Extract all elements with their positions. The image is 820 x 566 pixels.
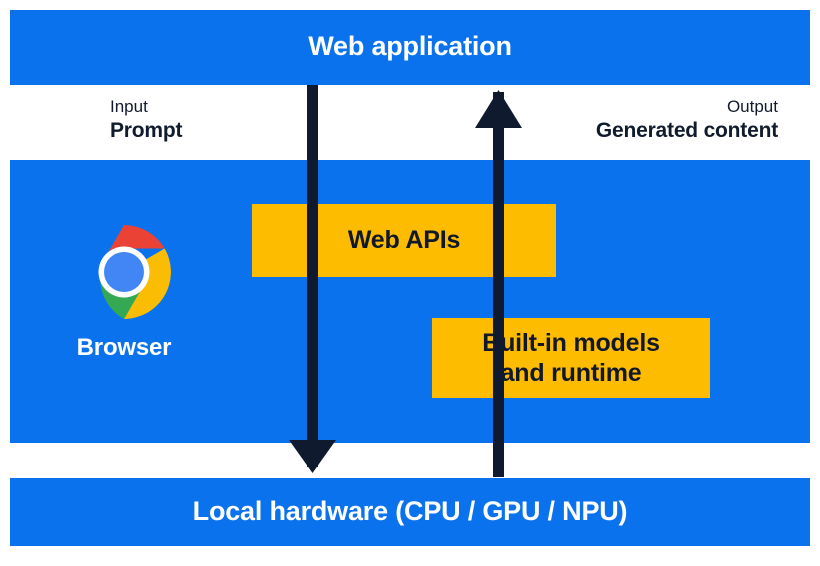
- input-kind-label: Input: [110, 97, 148, 116]
- box-built-in-models-label-line2: and runtime: [500, 359, 642, 387]
- box-built-in-models: Built-in models and runtime: [432, 318, 710, 398]
- band-local-hardware: Local hardware (CPU / GPU / NPU): [10, 478, 810, 546]
- box-web-apis: Web APIs: [252, 204, 556, 277]
- browser-group: Browser: [62, 224, 186, 362]
- box-built-in-models-label-line1: Built-in models: [482, 328, 660, 357]
- output-label-group: Output Generated content: [596, 96, 778, 145]
- band-web-application-label: Web application: [308, 31, 512, 61]
- box-web-apis-label: Web APIs: [347, 226, 461, 254]
- output-kind-label: Output: [726, 97, 778, 116]
- input-value-label: Prompt: [110, 118, 183, 142]
- input-label-group: Input Prompt: [110, 96, 183, 145]
- chrome-logo-icon: [98, 225, 171, 319]
- browser-label: Browser: [76, 334, 172, 361]
- output-value-label: Generated content: [595, 118, 778, 142]
- band-local-hardware-label: Local hardware (CPU / GPU / NPU): [192, 496, 628, 526]
- box-built-in-models-label: Built-in models and runtime: [482, 328, 660, 389]
- band-web-application: Web application: [10, 10, 810, 85]
